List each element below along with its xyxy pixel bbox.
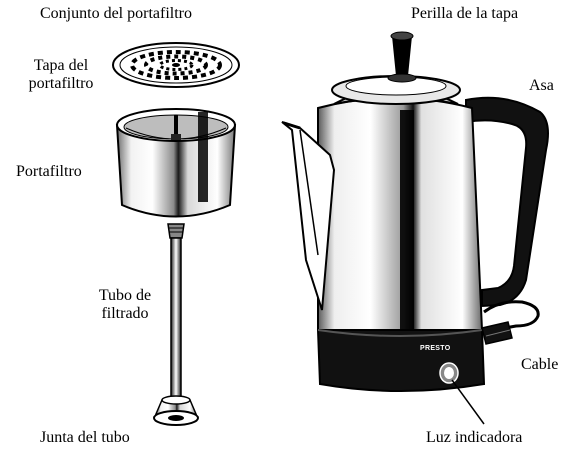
indicator-light — [439, 362, 459, 384]
label-tube-gasket: Junta del tubo — [40, 429, 130, 446]
label-indicator-light: Luz indicadora — [426, 429, 523, 446]
label-basket-assembly: Conjunto del portafiltro — [40, 5, 192, 22]
label-cover-knob: Perilla de la tapa — [411, 5, 519, 22]
basket — [115, 108, 237, 218]
label-handle: Asa — [529, 77, 554, 94]
base — [316, 329, 486, 392]
pump-tube — [167, 223, 185, 399]
percolator: PRESTO — [281, 31, 549, 392]
label-cord: Cable — [521, 356, 559, 373]
handle — [465, 96, 549, 308]
tube-gasket — [153, 395, 199, 426]
brand-logo: PRESTO — [420, 345, 451, 352]
cover-knob — [387, 31, 417, 83]
cord — [481, 300, 540, 345]
label-basket: Portafiltro — [16, 163, 82, 180]
label-pump-tube: Tubo de filtrado — [98, 287, 152, 322]
indicator-light-leader — [451, 379, 485, 425]
label-basket-lid: Tapa del portafiltro — [28, 57, 94, 92]
basket-lid — [112, 42, 240, 88]
